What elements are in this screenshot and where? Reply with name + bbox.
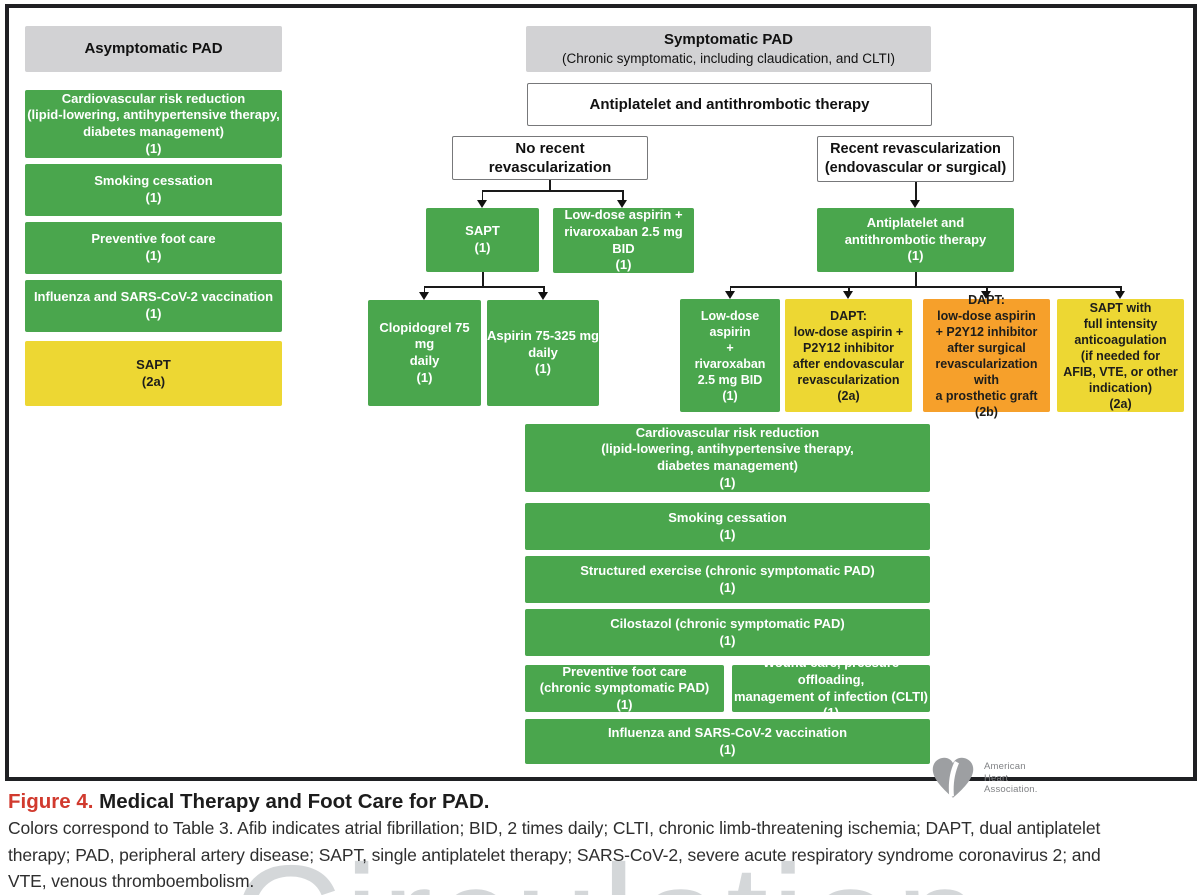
node-cv-risk-reduction-asym: Cardiovascular risk reduction (lipid-low… [25, 90, 282, 158]
connector-line [543, 286, 545, 293]
node-lowdose-aspirin-rivaroxaban: Low-dose aspirin + rivaroxaban 2.5 mg BI… [680, 299, 780, 412]
connector-line [549, 180, 551, 191]
caption-body-line-1: Colors correspond to Table 3. Afib indic… [8, 818, 1101, 838]
connector-line [622, 190, 624, 201]
connector-line [1120, 286, 1122, 292]
node-preventive-foot-care-sym: Preventive foot care (chronic symptomati… [525, 664, 724, 712]
connector-line [423, 286, 425, 293]
arrow-down-icon [617, 200, 627, 208]
node-sapt-2a-asym: SAPT (2a) [25, 341, 282, 406]
node-cilostazol: Cilostazol (chronic symptomatic PAD) (1) [525, 609, 930, 656]
connector-line [424, 286, 544, 288]
node-dapt-surgical-prosthetic: DAPT: low-dose aspirin + P2Y12 inhibitor… [923, 293, 1050, 419]
node-influenza-vaccination-asym: Influenza and SARS-CoV-2 vaccination (1) [25, 280, 282, 332]
node-sapt-1: SAPT (1) [426, 208, 539, 272]
connector-line [915, 272, 917, 287]
connector-line [481, 190, 483, 201]
aha-logo: American Heart Association. [930, 757, 1038, 799]
node-clopidogrel: Clopidogrel 75 mg daily (1) [368, 300, 481, 406]
header-symptomatic-pad: Symptomatic PAD (Chronic symptomatic, in… [526, 26, 931, 72]
header-symptomatic-subtitle: (Chronic symptomatic, including claudica… [562, 51, 895, 67]
connector-line [848, 286, 850, 292]
node-antiplatelet-antithrombotic-1: Antiplatelet and antithrombotic therapy … [817, 208, 1014, 272]
arrow-down-icon [981, 291, 991, 299]
node-dapt-endovascular: DAPT: low-dose aspirin + P2Y12 inhibitor… [785, 299, 912, 412]
node-wound-care-offloading: Wound care, pressure offloading, managem… [732, 655, 930, 721]
caption-body-line-2: therapy; PAD, peripheral artery disease;… [8, 844, 1101, 865]
aha-logo-text: American Heart Association. [984, 761, 1038, 795]
arrow-down-icon [843, 291, 853, 299]
figure-frame: Asymptomatic PAD Cardiovascular risk red… [5, 4, 1197, 781]
arrow-down-icon [1115, 291, 1125, 299]
caption-title-line: Figure 4. Medical Therapy and Foot Care … [8, 789, 1196, 815]
aha-heart-icon [932, 757, 974, 798]
node-aspirin-75-325: Aspirin 75-325 mg daily (1) [487, 300, 599, 406]
figure-label: Figure 4. [8, 790, 94, 813]
node-lowdose-aspirin-rivaroxaban-bid: Low-dose aspirin + rivaroxaban 2.5 mg BI… [553, 207, 694, 273]
node-structured-exercise: Structured exercise (chronic symptomatic… [525, 556, 930, 603]
node-smoking-cessation-asym: Smoking cessation (1) [25, 164, 282, 216]
journal-watermark: Circulation [232, 843, 983, 895]
node-antiplatelet-therapy-header: Antiplatelet and antithrombotic therapy [527, 83, 932, 126]
node-sapt-full-anticoagulation: SAPT with full intensity anticoagulation… [1057, 299, 1184, 412]
connector-line [730, 286, 1121, 288]
header-asymptomatic-pad: Asymptomatic PAD [25, 26, 282, 72]
connector-line [482, 272, 484, 287]
header-symptomatic-title: Symptomatic PAD [664, 31, 793, 49]
figure-caption: Figure 4. Medical Therapy and Foot Care … [8, 789, 1196, 895]
arrow-down-icon [476, 200, 487, 208]
arrow-down-icon [538, 292, 548, 300]
node-no-recent-revascularization: No recent revascularization [452, 136, 648, 180]
node-recent-revascularization: Recent revascularization (endovascular o… [817, 136, 1014, 182]
node-preventive-foot-care-asym: Preventive foot care (1) [25, 222, 282, 274]
arrow-down-icon [910, 200, 920, 208]
node-smoking-cessation-sym: Smoking cessation (1) [525, 503, 930, 550]
node-cv-risk-reduction-sym: Cardiovascular risk reduction (lipid-low… [525, 424, 930, 492]
connector-line [482, 190, 623, 192]
node-influenza-vaccination-sym: Influenza and SARS-CoV-2 vaccination (1) [525, 719, 930, 764]
caption-body-line-3: VTE, venous thromboembolism. [8, 871, 255, 891]
figure-title: Medical Therapy and Foot Care for PAD. [93, 790, 490, 813]
arrow-down-icon [724, 291, 735, 299]
connector-line [729, 286, 731, 292]
connector-line [915, 182, 917, 201]
arrow-down-icon [418, 292, 429, 300]
connector-line [986, 286, 988, 292]
